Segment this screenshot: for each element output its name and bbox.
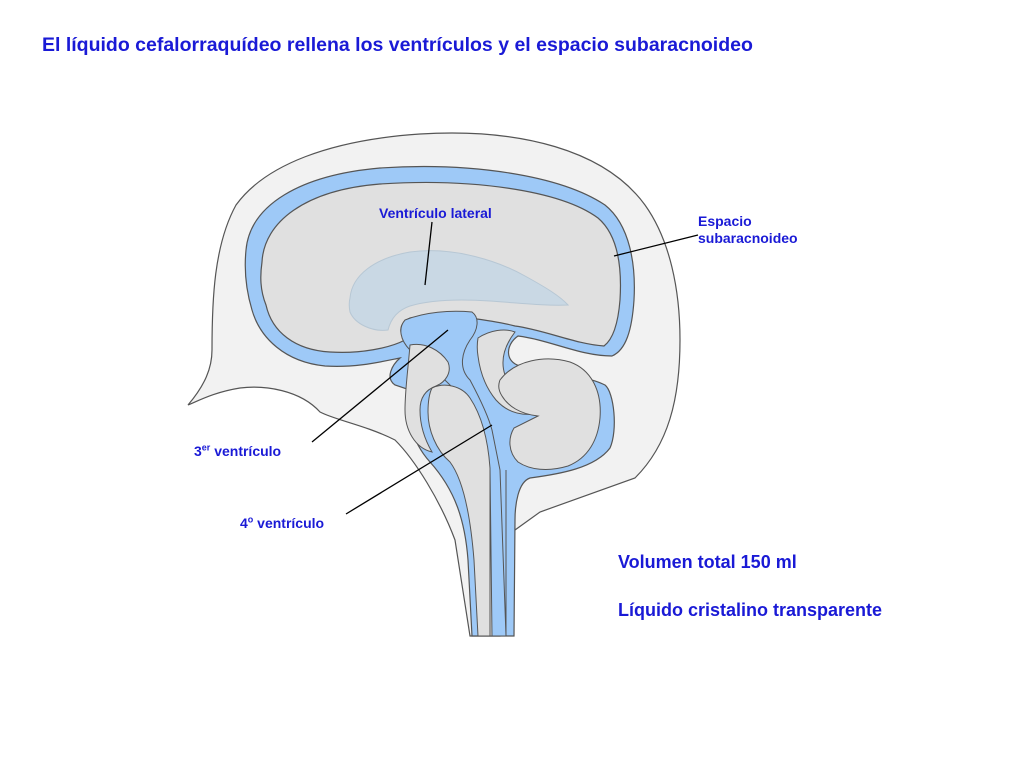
spinal-cord [489,470,507,636]
label-fourth-sup: o [247,514,254,525]
leader-third-ventricle [311,329,449,443]
label-subarachnoid-line2: subaracnoideo [698,230,798,246]
leader-lateral-ventricle [424,221,433,286]
label-fourth-text: ventrículo [253,515,325,531]
label-subarachnoid-line1: Espacio [698,213,752,229]
brainstem [427,384,493,637]
leader-fourth-ventricle [345,424,493,515]
label-third-text: ventrículo [210,443,282,459]
leader-subarachnoid-space [613,234,699,257]
diencephalon [404,343,450,453]
label-third-num: 3 [194,443,202,459]
appearance-note: Líquido cristalino transparente [618,600,883,620]
label-fourth-num: 4 [240,515,248,531]
total-volume-note: Volumen total 150 ml [618,552,797,572]
label-lateral-ventricle: Ventrículo lateral [379,205,492,221]
label-fourth-ventricle: 4o ventrículo [240,515,324,532]
label-third-ventricle: 3er ventrículo [194,443,281,460]
label-subarachnoid-space: Espacio subaracnoideo [698,213,798,247]
label-third-sup: er [201,442,211,453]
cerebellum [498,358,601,470]
slide-title: El líquido cefalorraquídeo rellena los v… [42,34,753,56]
